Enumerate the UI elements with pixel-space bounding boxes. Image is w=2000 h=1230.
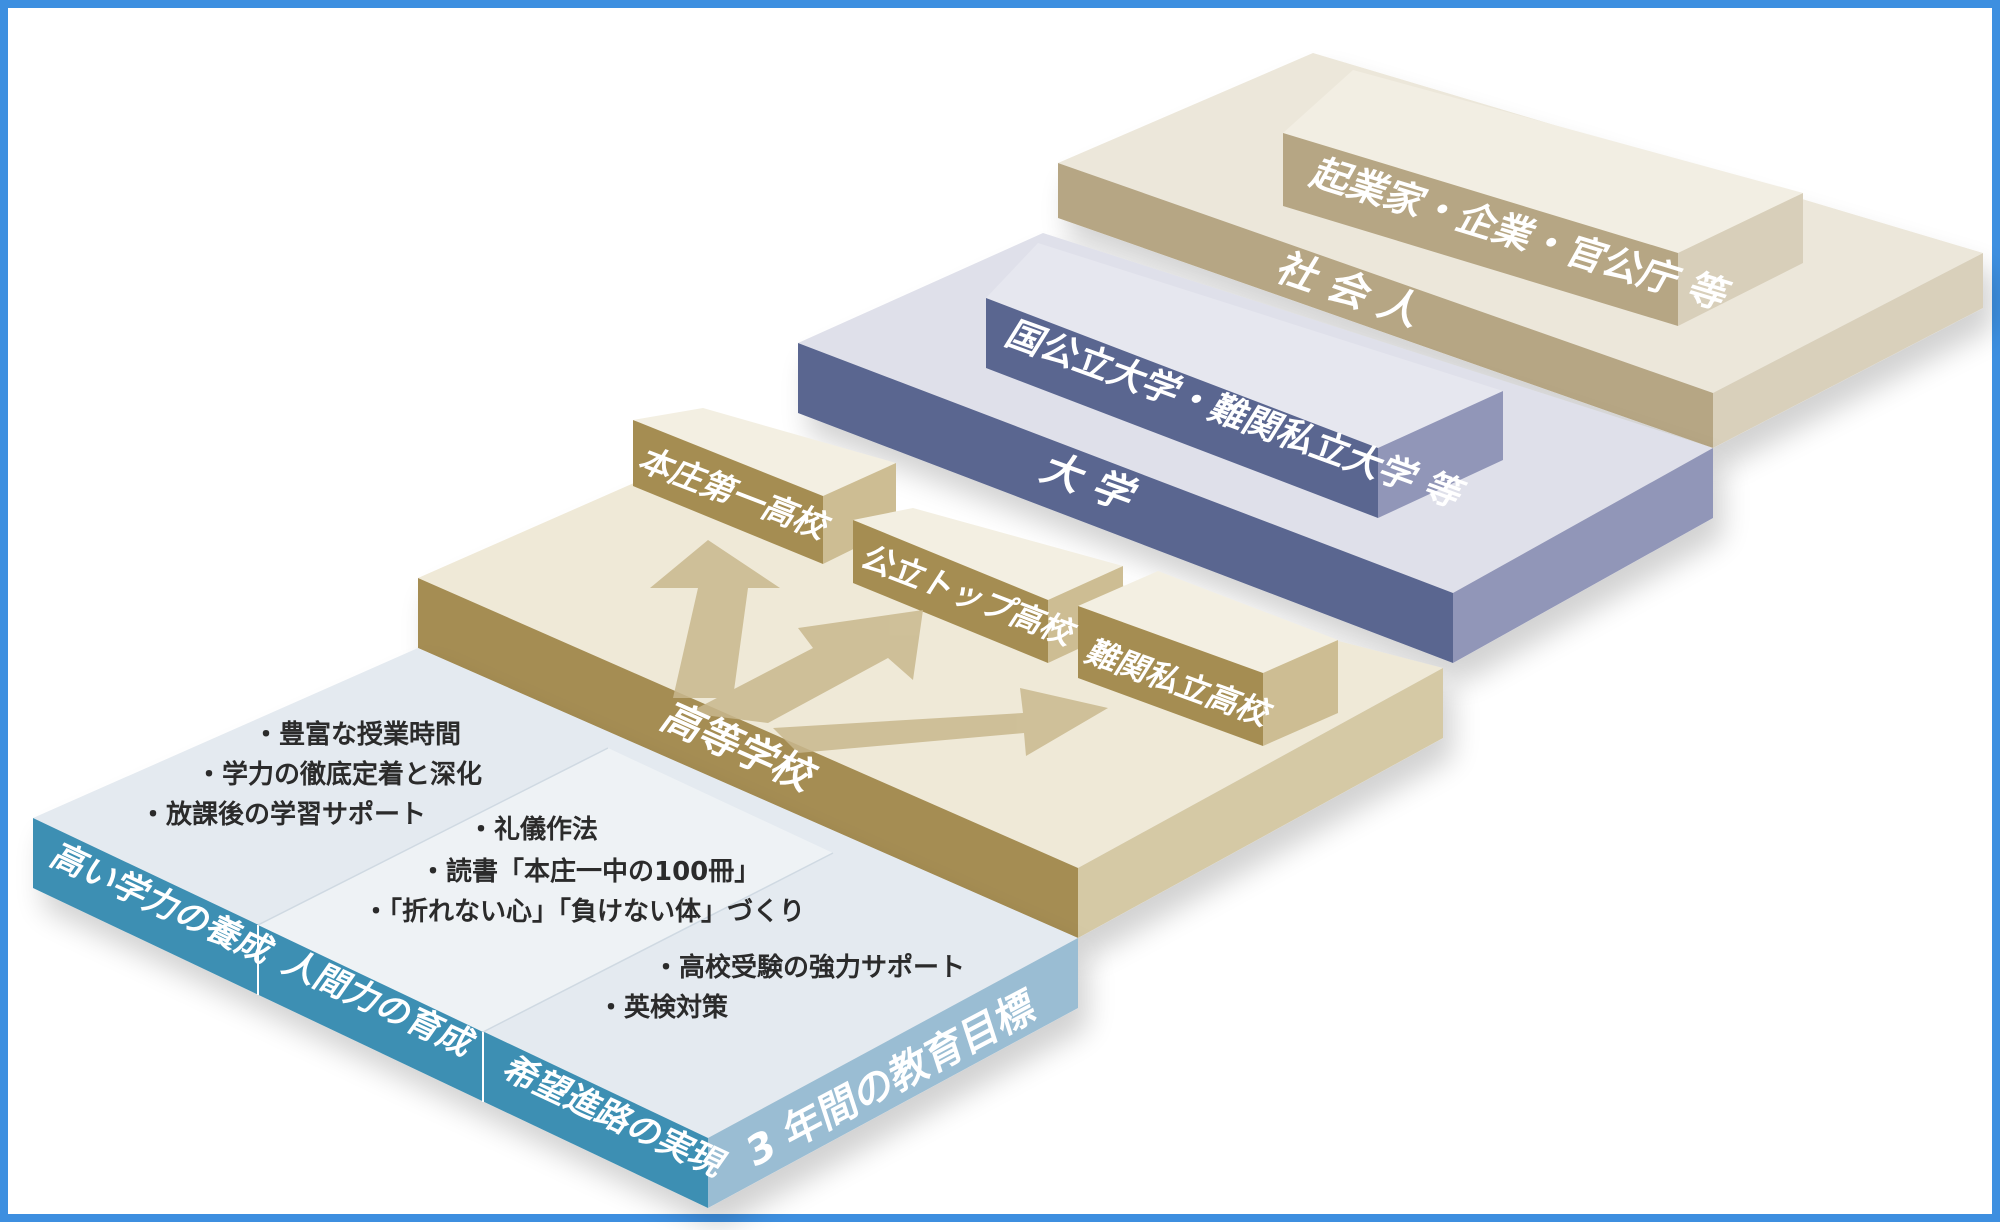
arrow-to-honjo-icon <box>650 540 780 698</box>
honjo-box-front <box>633 420 823 564</box>
goals-side-face <box>708 938 1078 1208</box>
bullet-academic-1: ・豊富な授業時間 <box>253 719 461 750</box>
bullet-career-1: ・高校受験の強力サポート <box>653 952 965 983</box>
university-side-face <box>1453 448 1713 663</box>
high-school-side-face <box>1078 668 1443 938</box>
path-arrows <box>650 540 1108 756</box>
honjo-box-side <box>823 463 896 564</box>
bullet-character-2: ・読書「本庄一中の100冊」 <box>420 856 760 887</box>
arrow-to-private-icon <box>773 688 1108 756</box>
goals-front-face <box>33 818 708 1208</box>
private-box-top <box>1078 571 1338 673</box>
university-front-face <box>798 343 1453 663</box>
high-school-front-face <box>418 578 1078 938</box>
private-box-side <box>1263 640 1338 746</box>
university-targets-box <box>986 243 1503 518</box>
targets-box-side <box>1378 391 1503 518</box>
companies-box-top <box>1283 70 1803 253</box>
targets-box-top <box>986 243 1503 448</box>
private-box-front <box>1078 606 1263 746</box>
school-box-honjo <box>633 408 896 564</box>
honjo-box-top <box>633 408 896 496</box>
goals-top-divider-2 <box>482 852 834 1033</box>
bullet-career-2: ・英検対策 <box>598 992 728 1023</box>
education-steps-diagram: 起業家・企業・官公庁 等 社 会 人 国公立大学・難関私立大学 等 大 学 本庄… <box>33 53 1983 1208</box>
arrow-to-public-icon <box>688 610 923 723</box>
bullet-academic-2: ・学力の徹底定着と深化 <box>196 759 482 790</box>
companies-box-front <box>1283 133 1678 326</box>
targets-box-front <box>986 298 1378 518</box>
school-box-private <box>1078 571 1338 746</box>
bullet-character-1: ・礼儀作法 <box>468 814 598 845</box>
goals-column-character <box>258 748 833 1032</box>
bullet-character-3: ・「折れない心」「負けない体」づくり <box>363 896 805 927</box>
companies-box-side <box>1678 193 1803 326</box>
society-side-face <box>1713 253 1983 448</box>
society-companies-box <box>1283 70 1803 326</box>
society-front-face <box>1058 163 1713 448</box>
public-box-top <box>853 508 1123 600</box>
public-box-front <box>853 520 1048 663</box>
bullet-academic-3: ・放課後の学習サポート <box>140 799 426 830</box>
goals-top-divider-1 <box>257 747 609 926</box>
